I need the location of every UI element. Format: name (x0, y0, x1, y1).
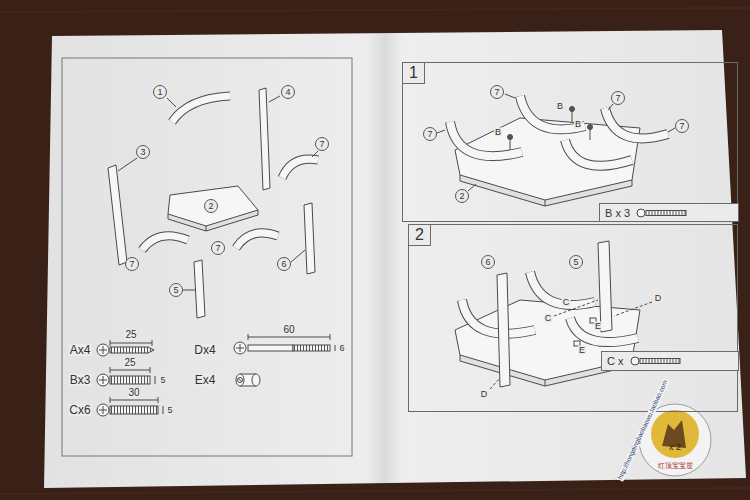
watermark-shop: 红顶宝宝屋 (657, 462, 694, 469)
callout-number: 7 (125, 257, 139, 271)
callout-number: 2 (455, 189, 469, 203)
step-one-sketch (437, 94, 675, 206)
step-number: 2 (409, 225, 431, 246)
callout-number: 6 (277, 257, 291, 271)
fastener-letter: D (480, 390, 489, 399)
parts-sketch (108, 88, 318, 318)
hardware-count: Cx6 (68, 404, 91, 416)
callout-number: 2 (204, 199, 218, 213)
hardware-count: Dx4 (193, 344, 216, 356)
hardware-box: C x (601, 351, 739, 371)
hardware-count: B x 3 (605, 207, 630, 219)
fastener-letter: C (562, 298, 571, 307)
dimension: 60 (282, 325, 295, 335)
callout-number: 5 (569, 255, 583, 269)
callout-number: 1 (153, 85, 167, 99)
callout-number: 7 (675, 119, 689, 133)
fastener-letter: E (578, 346, 586, 355)
callout-number: 7 (423, 127, 437, 141)
hardware-count: Ax4 (69, 344, 92, 356)
fastener-letter: D (654, 294, 663, 303)
callout-number: 3 (136, 145, 150, 159)
callout-number: 5 (169, 283, 183, 297)
step-number: 1 (403, 63, 425, 84)
fastener-letter: C (544, 314, 553, 323)
callout-number: 4 (281, 85, 295, 99)
page-frame (62, 58, 352, 456)
dimension: 6 (338, 344, 345, 353)
callout-number: 7 (211, 241, 225, 255)
paper-sheet (44, 30, 746, 488)
step-panel: 2 C x (408, 224, 738, 412)
hardware-count: C x (607, 355, 624, 367)
callout-number: 6 (481, 255, 495, 269)
fastener-letter: B (574, 120, 582, 129)
fastener-letter: B (494, 128, 502, 137)
fastener-letter: B (556, 102, 564, 111)
dimension: 25 (123, 358, 136, 368)
dimension: 5 (166, 406, 173, 415)
dimension: 30 (127, 388, 140, 398)
step-two-sketch (455, 241, 652, 389)
screw-icon (636, 208, 688, 218)
dimension: 25 (124, 330, 137, 340)
callout-number: 7 (315, 137, 329, 151)
fastener-letter: E (594, 322, 602, 331)
hardware-sketch (97, 334, 335, 416)
step-panel: 1 B x 3 (402, 62, 738, 222)
hardware-count: Bx3 (69, 374, 92, 386)
hardware-count: Ex4 (194, 374, 217, 386)
dimension: 5 (159, 376, 166, 385)
callout-number: 7 (611, 91, 625, 105)
watermark-count: x 2 (668, 443, 682, 452)
hardware-box: B x 3 (599, 203, 739, 222)
screw-icon (630, 356, 682, 366)
callout-number: 7 (490, 85, 504, 99)
